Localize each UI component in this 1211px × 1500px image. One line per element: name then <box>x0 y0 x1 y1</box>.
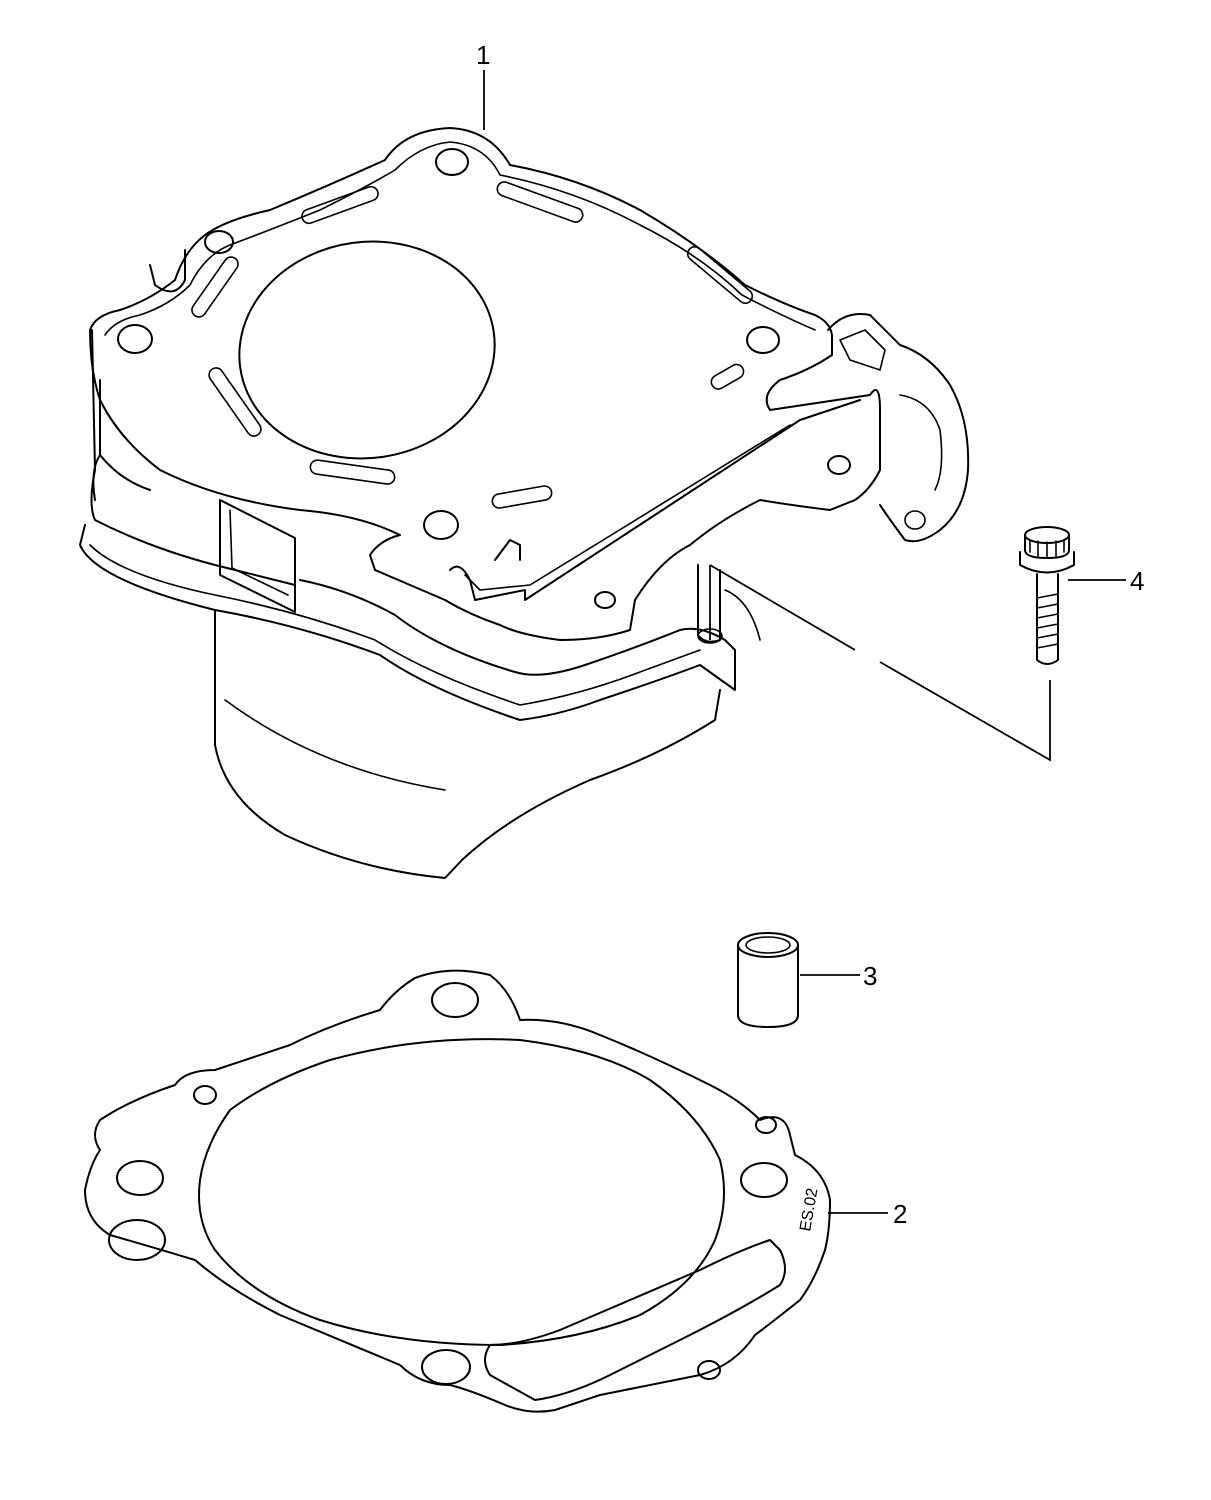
assembly-line-bolt <box>709 564 1051 762</box>
dowel-pin-part <box>737 932 799 1028</box>
callout-1: 1 <box>476 40 490 70</box>
cylinder-gasket-part: ES.02 <box>84 969 831 1413</box>
callout-4: 4 <box>1130 566 1144 596</box>
callout-labels: 1 2 3 4 <box>476 40 1144 1229</box>
callout-2: 2 <box>893 1199 907 1229</box>
gasket-stamp: ES.02 <box>797 1187 821 1233</box>
bolt-part <box>1019 526 1075 665</box>
leader-lines <box>483 70 1126 1214</box>
callout-3: 3 <box>863 961 877 991</box>
cylinder-part <box>79 127 970 879</box>
